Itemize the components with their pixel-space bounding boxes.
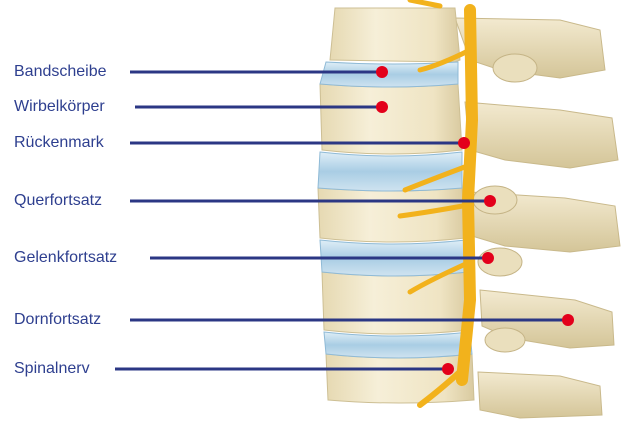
label-querfortsatz: Querfortsatz — [14, 192, 102, 210]
label-wirbelkoerper: Wirbelkörper — [14, 98, 105, 116]
marker-dot-dornfortsatz — [562, 314, 574, 326]
label-bandscheibe: Bandscheibe — [14, 63, 107, 81]
label-rueckenmark: Rückenmark — [14, 134, 104, 152]
marker-dot-rueckenmark — [458, 137, 470, 149]
marker-dot-wirbelkoerper — [376, 101, 388, 113]
label-spinalnerv: Spinalnerv — [14, 360, 90, 378]
marker-dot-querfortsatz — [484, 195, 496, 207]
marker-dot-spinalnerv — [442, 363, 454, 375]
label-dornfortsatz: Dornfortsatz — [14, 311, 101, 329]
spinous-processes — [455, 18, 620, 418]
marker-dot-gelenkfortsatz — [482, 252, 494, 264]
marker-dot-bandscheibe — [376, 66, 388, 78]
label-gelenkfortsatz: Gelenkfortsatz — [14, 249, 117, 267]
